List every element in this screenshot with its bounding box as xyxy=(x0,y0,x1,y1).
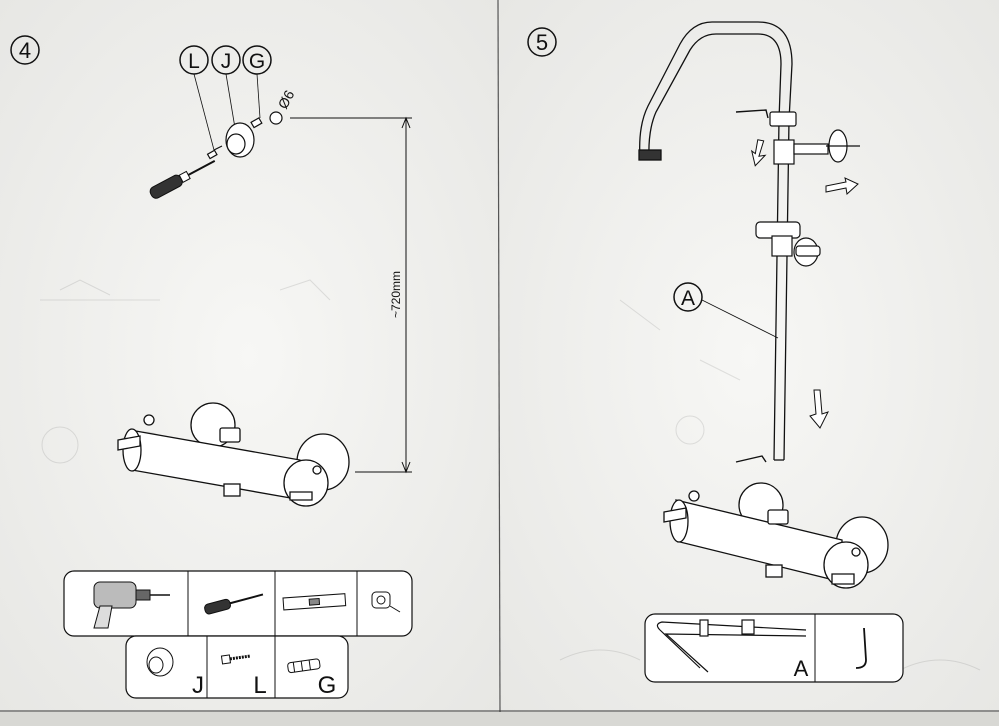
step4-number: 4 xyxy=(19,38,31,63)
handshower-slider xyxy=(755,221,821,267)
screw-icon xyxy=(220,654,250,665)
step5-number-circle xyxy=(527,27,557,57)
callout-a-circle xyxy=(673,282,703,312)
thermostatic-mixer-step5 xyxy=(663,482,889,589)
step4-number-circle xyxy=(10,35,40,65)
clip-arrow-bottom xyxy=(735,455,767,463)
spirit-level-icon xyxy=(282,593,347,611)
step5-parts-box: A J xyxy=(0,0,904,683)
down-arrow-top xyxy=(750,139,767,167)
right-arrow xyxy=(825,177,859,195)
drill-size-label: Ø6 xyxy=(275,87,298,111)
parts-label-g: G xyxy=(318,672,337,699)
wall-plug-icon xyxy=(287,658,321,674)
callout-g: G xyxy=(249,50,265,73)
step5-number: 5 xyxy=(536,30,548,55)
tools-box xyxy=(63,570,413,637)
thermostatic-mixer-step4 xyxy=(117,402,350,507)
callout-a-line xyxy=(701,299,779,339)
parts-label-l: L xyxy=(253,672,266,699)
distance-label: ~720mm xyxy=(389,271,403,318)
drill-hole xyxy=(269,111,283,125)
shower-riser xyxy=(638,21,793,461)
right-page xyxy=(500,0,999,712)
drill-icon xyxy=(93,581,170,629)
step4: 4 L J G Ø6 xyxy=(10,35,413,699)
step5: 5 A xyxy=(0,0,904,683)
screwdriver-tool-icon xyxy=(204,593,264,615)
page-bottom-edge xyxy=(0,712,999,726)
parts-label-a: A xyxy=(794,656,809,681)
shower-rail-icon xyxy=(656,619,807,673)
part-callouts: L J G xyxy=(179,45,272,151)
wall-bracket-exploded xyxy=(206,117,263,160)
page-spine xyxy=(497,0,501,713)
down-arrow-bottom xyxy=(809,389,829,429)
hook-icon xyxy=(855,627,867,669)
wall-bracket-icon xyxy=(146,647,174,677)
callout-l: L xyxy=(188,50,200,73)
callout-a: A xyxy=(681,287,695,310)
parts-box: J L G xyxy=(125,635,349,699)
distance-dimension xyxy=(290,116,412,474)
parts-label-j: J xyxy=(192,672,204,699)
screwdriver-icon xyxy=(149,160,216,199)
tape-measure-icon xyxy=(371,591,401,613)
clip-arrow-top xyxy=(735,109,769,119)
riser-wall-bracket xyxy=(769,111,860,165)
callout-j: J xyxy=(221,50,232,73)
